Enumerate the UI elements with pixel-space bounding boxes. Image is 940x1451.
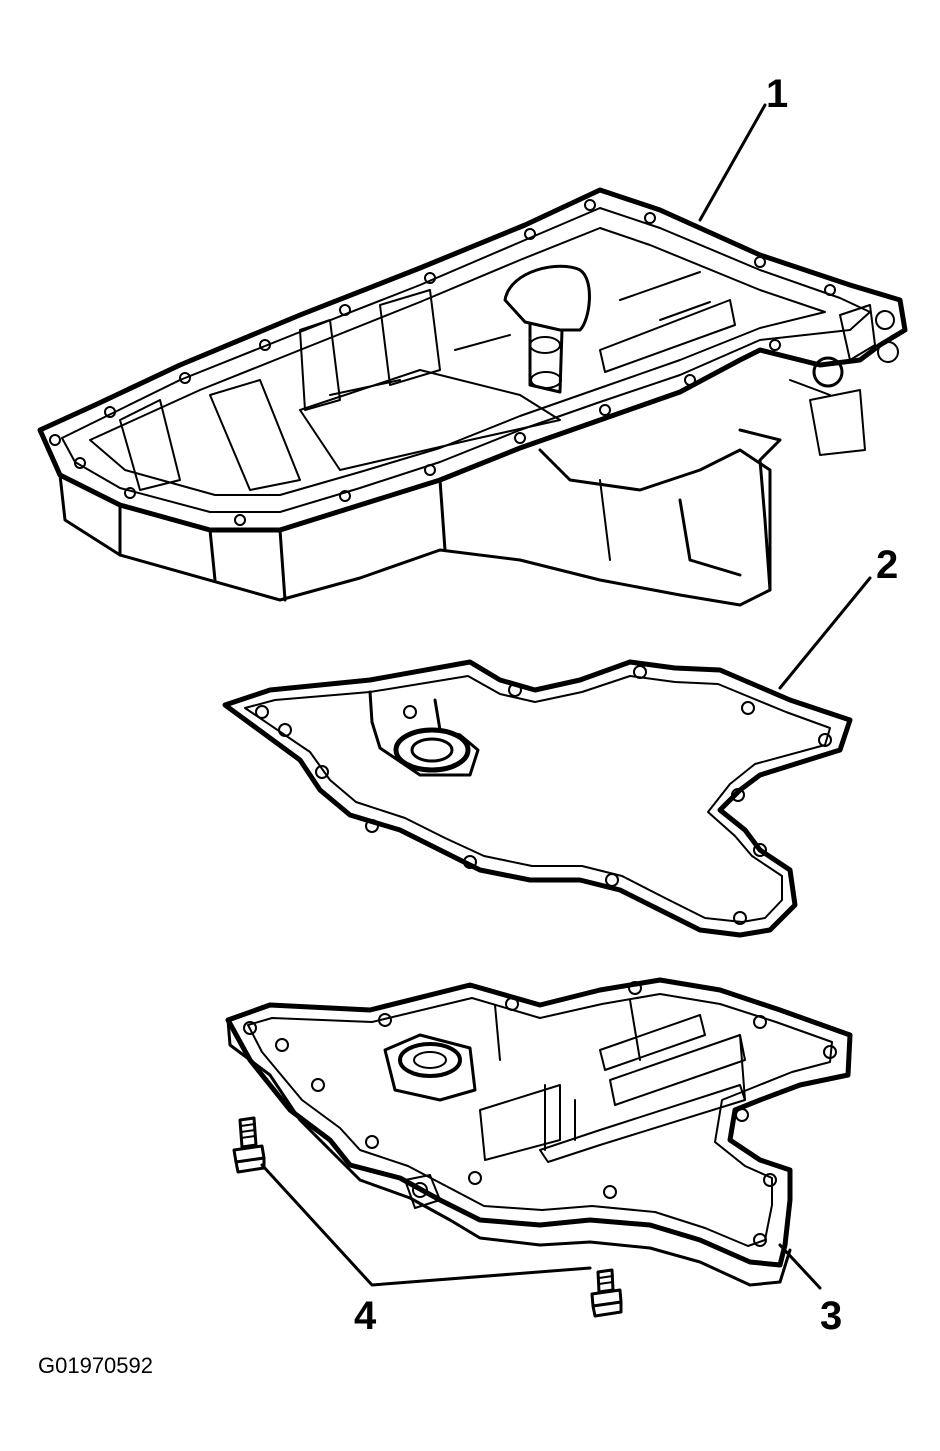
figure-id: G01970592: [38, 1353, 153, 1378]
upper-oil-pan: [37, 103, 908, 607]
callout-4: 4: [354, 1294, 377, 1338]
oil-pan-gasket: [222, 576, 872, 938]
callout-1: 1: [766, 72, 789, 116]
oil-pan-bolts: [232, 1116, 623, 1318]
callout-2: 2: [876, 543, 899, 587]
callout-3: 3: [820, 1294, 843, 1338]
lower-oil-pan: [225, 977, 853, 1290]
